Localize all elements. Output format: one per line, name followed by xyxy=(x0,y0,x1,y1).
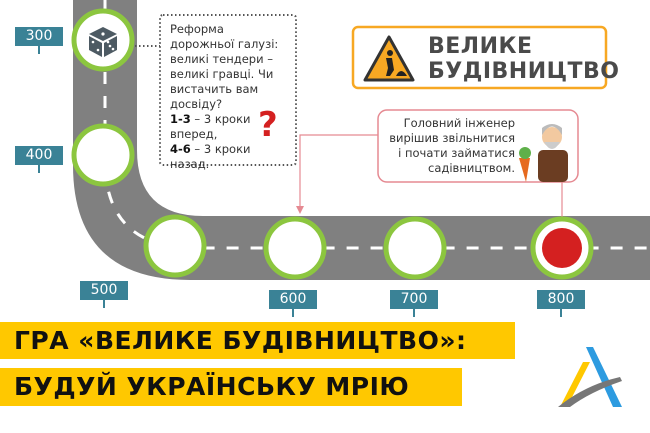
brand-title: ВЕЛИКЕ БУДІВНИЦТВО xyxy=(428,34,620,84)
cell-700[interactable] xyxy=(383,216,447,280)
rule1-text: – 3 кроки вперед, xyxy=(170,112,251,141)
cell-400[interactable] xyxy=(71,123,135,187)
engineer-note: Головний інженер вирішив звільнитися і п… xyxy=(389,116,515,175)
marker-600: 600 xyxy=(269,290,317,317)
dice-icon xyxy=(89,27,117,57)
question-mark-icon: ? xyxy=(258,105,278,145)
marker-700: 700 xyxy=(390,290,438,317)
rule1-key: 1-3 xyxy=(170,112,191,126)
cell-500[interactable] xyxy=(143,214,207,278)
marker-400: 400 xyxy=(15,146,63,173)
question-note: Реформа дорожньої галузі: великі тендери… xyxy=(170,22,290,172)
rule2-text: – 3 кроки назад. xyxy=(170,142,251,171)
title-line1: ГРА «ВЕЛИКЕ БУДІВНИЦТВО»: xyxy=(0,322,515,359)
rule2-key: 4-6 xyxy=(170,142,191,156)
marker-800: 800 xyxy=(537,290,585,317)
logo xyxy=(558,347,622,407)
cell-800[interactable] xyxy=(530,216,594,280)
construction-sign-icon xyxy=(363,35,415,82)
brand-line2: БУДІВНИЦТВО xyxy=(428,59,620,84)
marker-300: 300 xyxy=(15,27,63,54)
stop-icon xyxy=(542,228,582,268)
cell-600[interactable] xyxy=(263,216,327,280)
question-note-text: Реформа дорожньої галузі: великі тендери… xyxy=(170,22,279,111)
marker-500: 500 xyxy=(80,281,128,308)
brand-line1: ВЕЛИКЕ xyxy=(428,34,533,59)
engineer-icon xyxy=(519,124,568,182)
title-line2: БУДУЙ УКРАЇНСЬКУ МРІЮ xyxy=(0,368,462,406)
